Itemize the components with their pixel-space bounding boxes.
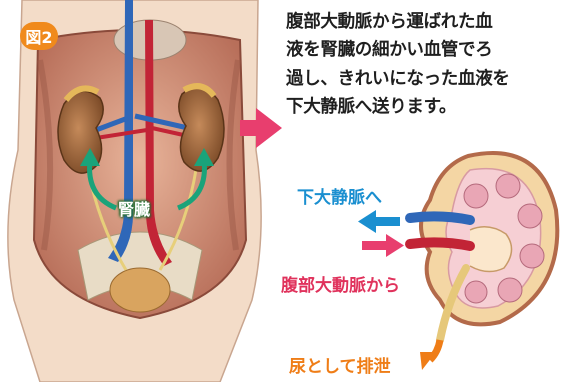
kidney-cross-section: [405, 151, 560, 344]
blue-arrow: [358, 210, 400, 233]
to-ivc-label: 下大静脈へ: [297, 188, 382, 208]
from-aorta-label: 腹部大動脈から: [281, 276, 400, 296]
green-arrow-left: [80, 148, 118, 211]
torso-illustration: [7, 0, 262, 382]
description-line: 液を腎臓の細かい血管でろ: [286, 40, 493, 61]
description-line: 過し、きれいになった血液を: [286, 68, 510, 89]
description-line: 腹部大動脈から運ばれた血: [286, 12, 493, 32]
pink-arrow: [240, 108, 282, 148]
orange-arrow: [420, 339, 444, 370]
red-arrow: [362, 234, 404, 257]
figure-badge: 図2: [20, 22, 58, 50]
kidney-label: 腎臓: [118, 200, 151, 219]
urine-label: 尿として排泄: [289, 357, 391, 377]
description-text: 腹部大動脈から運ばれた血 液を腎臓の細かい血管でろ 過し、きれいになった血液を …: [286, 8, 561, 121]
description-line: 下大静脈へ送ります。: [286, 97, 457, 118]
green-arrow-right: [176, 148, 214, 211]
